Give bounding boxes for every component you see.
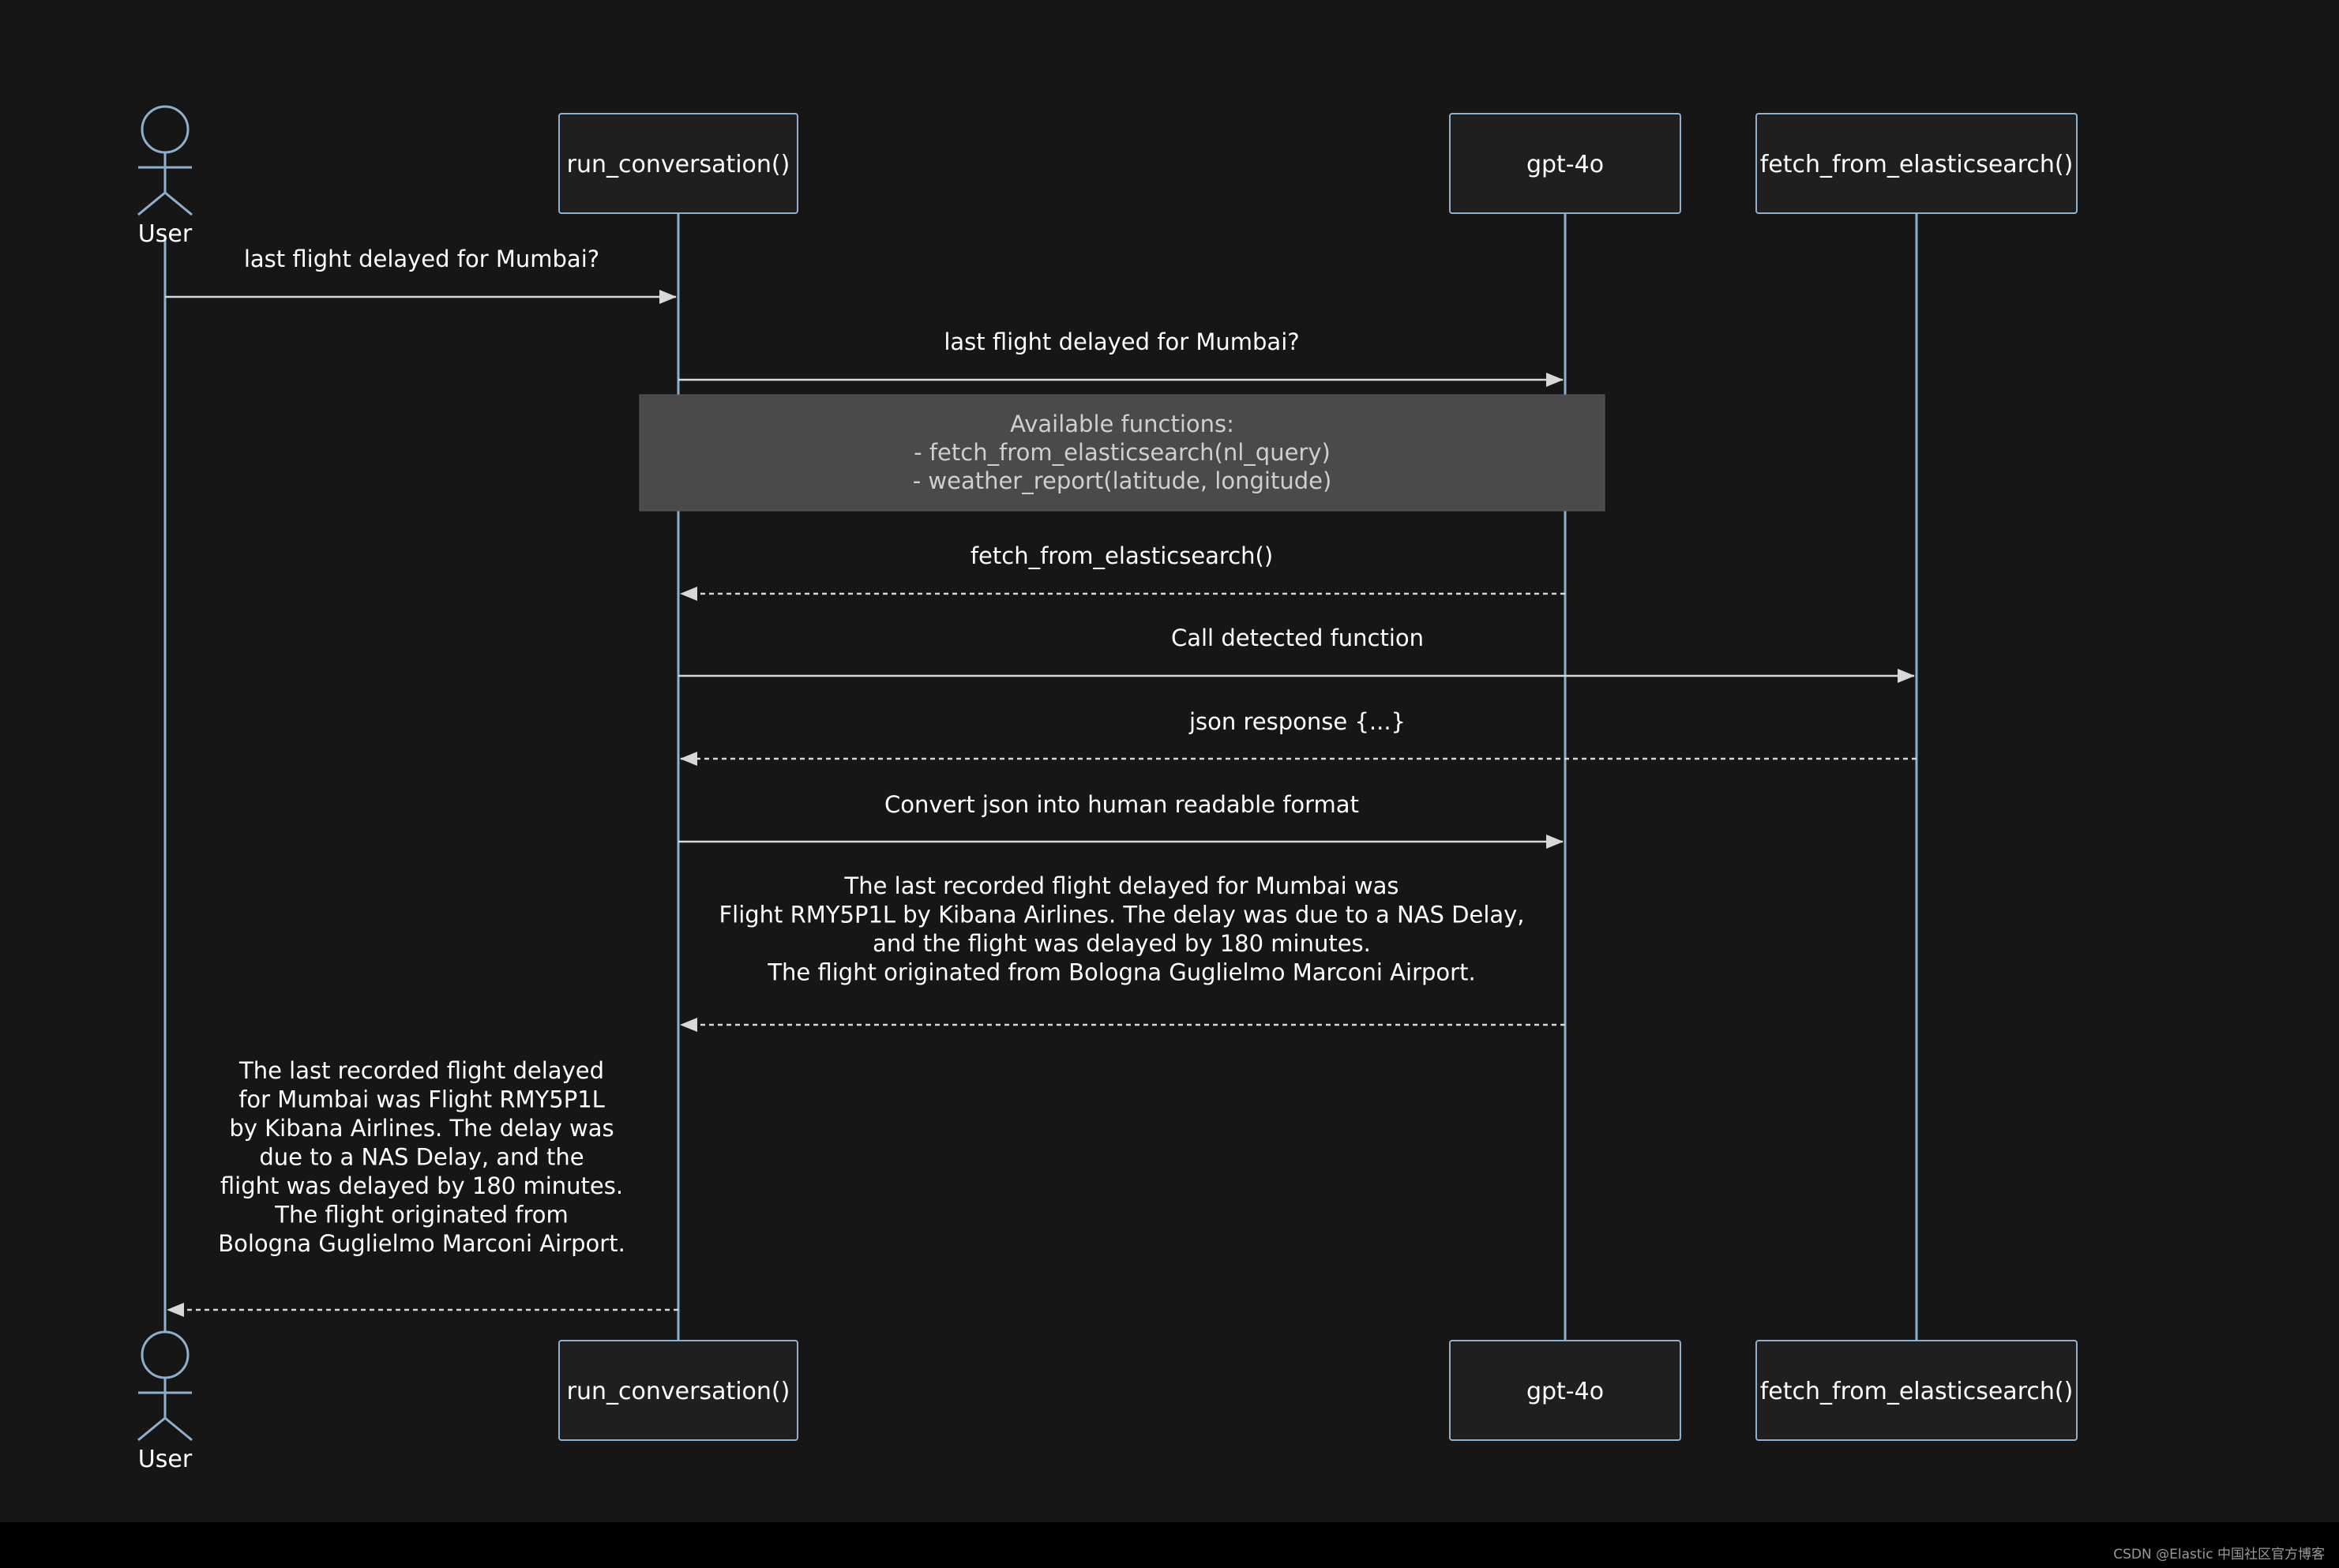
actor-label-top: User	[138, 220, 193, 248]
note-line: - fetch_from_elasticsearch(nl_query)	[914, 439, 1331, 466]
message-label: The last recorded flight delayed	[238, 1057, 604, 1084]
message-label: Call detected function	[1171, 625, 1424, 651]
participant-label-gpt-top: gpt-4o	[1526, 151, 1604, 178]
actor-label-bottom: User	[138, 1446, 193, 1473]
participant-box-fetch-bottom	[1755, 1340, 2078, 1441]
message-label: due to a NAS Delay, and the	[259, 1144, 584, 1171]
actor-head-bottom	[141, 1330, 190, 1379]
actor-leg-left-bottom	[137, 1416, 166, 1442]
message-label: Convert json into human readable format	[884, 791, 1359, 818]
message-label: flight was delayed by 180 minutes.	[220, 1172, 623, 1199]
message-label: for Mumbai was Flight RMY5P1L	[238, 1086, 605, 1113]
message-label: The flight originated from Bologna Gugli…	[767, 959, 1475, 986]
participant-label-run-bottom: run_conversation()	[567, 1378, 790, 1405]
message-label: last flight delayed for Mumbai?	[944, 328, 1299, 355]
message-label: Bologna Guglielmo Marconi Airport.	[218, 1230, 625, 1257]
footer-bar	[0, 1522, 2339, 1568]
participant-label-run-top: run_conversation()	[567, 151, 790, 178]
participant-box-gpt-bottom	[1449, 1340, 1681, 1441]
participant-label-gpt-bottom: gpt-4o	[1526, 1378, 1604, 1405]
message-label: last flight delayed for Mumbai?	[244, 246, 599, 272]
participant-box-run-bottom	[558, 1340, 798, 1441]
message-label: and the flight was delayed by 180 minute…	[873, 930, 1371, 957]
message-label: The last recorded flight delayed for Mum…	[844, 872, 1399, 899]
participant-box-gpt-top	[1449, 113, 1681, 214]
actor-leg-left-top	[137, 191, 166, 216]
participant-box-run-top	[558, 113, 798, 214]
message-label: Flight RMY5P1L by Kibana Airlines. The d…	[719, 902, 1524, 928]
participant-box-fetch-top	[1755, 113, 2078, 214]
note-line: Available functions:	[1010, 411, 1234, 437]
participant-label-fetch-bottom: fetch_from_elasticsearch()	[1760, 1378, 2074, 1405]
actor-leg-right-bottom	[164, 1416, 193, 1442]
watermark: CSDN @Elastic 中国社区官方博客	[2113, 1547, 2325, 1562]
participant-label-fetch-top: fetch_from_elasticsearch()	[1760, 151, 2074, 178]
message-label: fetch_from_elasticsearch()	[971, 542, 1273, 569]
message-label: by Kibana Airlines. The delay was	[229, 1115, 614, 1142]
note-line: - weather_report(latitude, longitude)	[913, 467, 1332, 494]
message-label: The flight originated from	[274, 1202, 569, 1229]
message-label: json response {...}	[1188, 708, 1406, 735]
actor-head-top	[141, 105, 190, 154]
actor-leg-right-top	[164, 191, 193, 216]
note-box	[639, 394, 1605, 512]
